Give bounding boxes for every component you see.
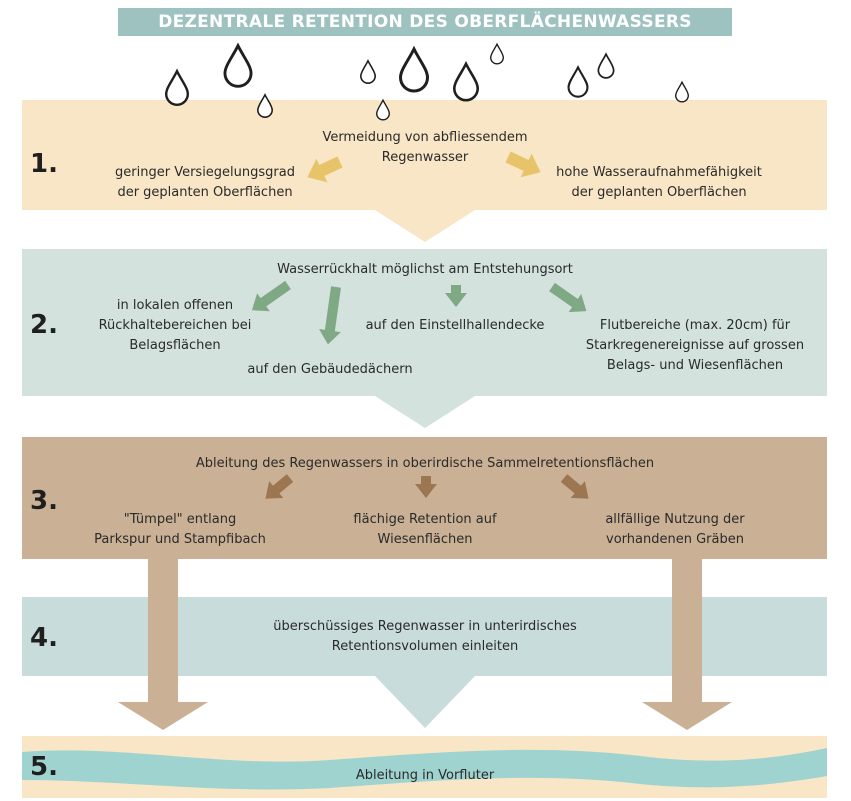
water-wave — [22, 748, 827, 790]
step-1-left-line-1: geringer Versiegelungsgrad — [115, 165, 295, 180]
step-2-a-line-3: Belagsflächen — [129, 338, 221, 353]
raindrop-icon — [490, 43, 504, 65]
step-4-main: überschüssiges Regenwasser in unterirdis… — [255, 617, 595, 657]
step-5-number: 5. — [30, 752, 58, 782]
down-arrow-4 — [375, 676, 475, 728]
arrow-1-right — [505, 151, 541, 178]
step-1-right-line-1: hohe Wasseraufnahmefähigkeit — [556, 165, 762, 180]
step-4-number: 4. — [30, 623, 58, 653]
long-arrow-right — [642, 559, 732, 730]
step-1-left: geringer Versiegelungsgrad der geplanten… — [100, 163, 310, 203]
step-2-a-line-2: Rückhaltebereichen bei — [98, 318, 252, 333]
raindrop-icon — [597, 53, 615, 79]
step-2-c: auf den Einstellhallendecke — [365, 318, 545, 333]
arrow-1-left — [307, 156, 343, 183]
arrow-2-a — [251, 280, 291, 312]
step-3-middle-line-2: Wiesenflächen — [377, 532, 473, 547]
step-1-number: 1. — [30, 149, 58, 179]
step-3-number: 3. — [30, 486, 58, 516]
step-1-right: hohe Wasseraufnahmefähigkeit der geplant… — [545, 163, 773, 203]
arrow-3-middle — [415, 476, 437, 498]
band-2 — [22, 249, 827, 396]
arrow-3-left — [265, 474, 294, 499]
step-3-left-line-1: "Tümpel" entlang — [123, 512, 237, 527]
step-3-middle-line-1: flächige Retention auf — [353, 512, 497, 527]
raindrop-icon — [223, 44, 253, 88]
step-2-number: 2. — [30, 310, 58, 340]
raindrop-icon — [256, 94, 274, 118]
step-2-a: in lokalen offenen Rückhaltebereichen be… — [80, 296, 270, 356]
band-3 — [22, 437, 827, 559]
step-5-main: Ableitung in Vorfluter — [355, 768, 495, 783]
long-arrow-left — [118, 559, 208, 730]
step-3-left-line-2: Parkspur und Stampfibach — [94, 532, 266, 547]
step-2-d-line-2: Starkregenereignisse auf grossen — [585, 338, 805, 353]
step-3-left: "Tümpel" entlang Parkspur und Stampfibac… — [75, 510, 285, 550]
page-title: DEZENTRALE RETENTION DES OBERFLÄCHENWASS… — [118, 8, 732, 36]
step-1-main-line-2: Regenwasser — [381, 150, 469, 165]
raindrop-icon — [567, 66, 589, 98]
down-arrow-1 — [375, 210, 475, 242]
step-2-d: Flutbereiche (max. 20cm) für Starkregene… — [570, 316, 820, 376]
step-1-right-line-2: der geplanten Oberflächen — [571, 185, 747, 200]
arrow-2-d — [549, 282, 587, 313]
step-3-main: Ableitung des Regenwassers in oberirdisc… — [195, 456, 655, 471]
step-3-middle: flächige Retention auf Wiesenflächen — [330, 510, 520, 550]
step-2-b: auf den Gebäudedächern — [247, 362, 413, 377]
raindrop-icon — [675, 81, 689, 103]
raindrop-icon — [452, 62, 480, 102]
step-2-d-line-1: Flutbereiche (max. 20cm) für — [599, 318, 791, 333]
raindrop-icon — [399, 47, 429, 93]
raindrop-icon — [164, 69, 190, 107]
step-4-main-line-1: überschüssiges Regenwasser in unterirdis… — [273, 619, 577, 634]
down-arrow-2 — [375, 396, 475, 428]
step-2-d-line-3: Belags- und Wiesenflächen — [606, 358, 784, 373]
step-3-right: allfällige Nutzung der vorhandenen Gräbe… — [575, 510, 775, 550]
step-1-left-line-2: der geplanten Oberflächen — [117, 185, 293, 200]
step-2-main: Wasserrückhalt möglichst am Entstehungso… — [277, 262, 573, 277]
step-1-main: Vermeidung von abfliessendem Regenwasser — [305, 128, 545, 168]
arrow-3-right — [560, 474, 589, 499]
step-3-right-line-2: vorhandenen Gräben — [606, 532, 744, 547]
arrow-2-c — [445, 285, 467, 307]
step-1-main-line-1: Vermeidung von abfliessendem — [322, 130, 528, 145]
band-1 — [22, 100, 827, 210]
raindrop-icon — [359, 59, 377, 84]
step-2-a-line-1: in lokalen offenen — [116, 298, 234, 313]
step-3-right-line-1: allfällige Nutzung der — [605, 512, 745, 527]
arrow-2-b — [318, 286, 341, 345]
step-4-main-line-2: Retentionsvolumen einleiten — [331, 639, 519, 654]
